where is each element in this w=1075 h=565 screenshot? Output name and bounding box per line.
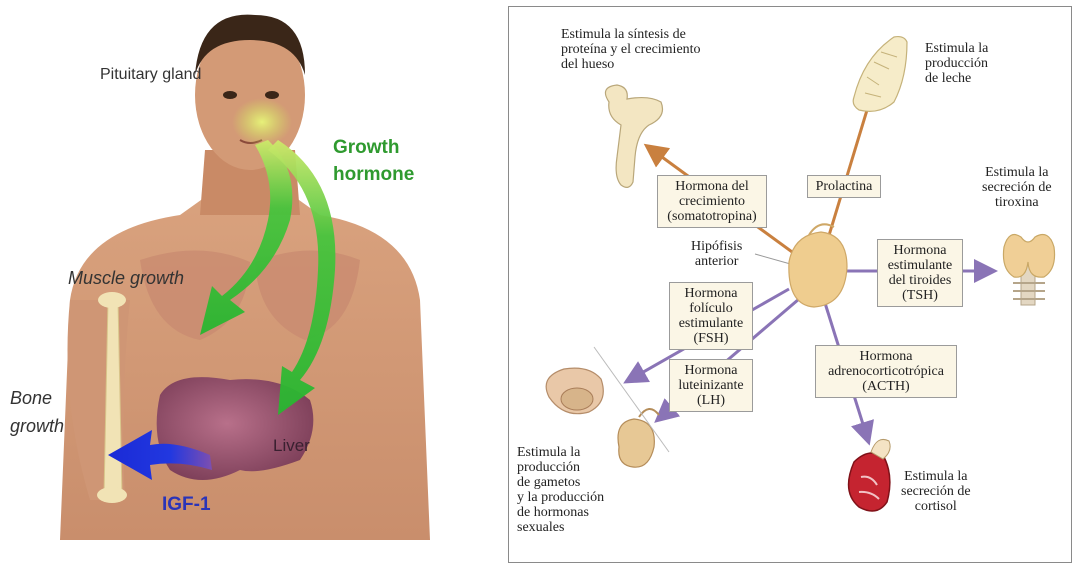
gamete-effect-label: Estimula la producción de gametos y la p…	[517, 445, 604, 535]
acth-box: Hormona adrenocorticotrópica (ACTH)	[815, 345, 957, 398]
thyroid-effect-label: Estimula la secreción de tiroxina	[982, 165, 1052, 210]
growth-hormone-illustration: Pituitary gland Growth hormone Muscle gr…	[0, 0, 440, 540]
bone-growth-label: Bone growth	[10, 384, 64, 440]
growth-hormone-box: Hormona del crecimiento (somatotropina)	[657, 175, 767, 228]
human-body-illustration	[0, 0, 440, 540]
testis-icon	[618, 409, 659, 467]
femur-bone-icon	[605, 85, 662, 187]
prolactin-box: Prolactina	[807, 175, 881, 198]
fsh-box: Hormona folículo estimulante (FSH)	[669, 282, 753, 350]
tsh-box: Hormona estimulante del tiroides (TSH)	[877, 239, 963, 307]
milk-effect-label: Estimula la producción de leche	[925, 41, 988, 86]
anterior-pituitary-diagram: Estimula la síntesis de proteína y el cr…	[508, 6, 1072, 563]
pituitary-label: Hipófisis anterior	[691, 239, 742, 269]
mammary-gland-icon	[853, 37, 907, 112]
lh-box: Hormona luteinizante (LH)	[669, 359, 753, 412]
liver-label: Liver	[273, 436, 310, 456]
pituitary-gland-label: Pituitary gland	[100, 66, 201, 84]
cortisol-effect-label: Estimula la secreción de cortisol	[901, 469, 971, 514]
adrenal-kidney-icon	[849, 439, 891, 511]
thyroid-icon	[1003, 235, 1054, 305]
ovary-icon	[546, 368, 603, 414]
bone-effect-label: Estimula la síntesis de proteína y el cr…	[561, 27, 701, 72]
muscle-growth-label: Muscle growth	[68, 268, 184, 289]
pituitary-gland-icon	[789, 224, 847, 307]
igf1-label: IGF-1	[162, 494, 211, 516]
growth-hormone-label: Growth hormone	[333, 134, 414, 188]
pituitary-glow	[232, 98, 292, 146]
